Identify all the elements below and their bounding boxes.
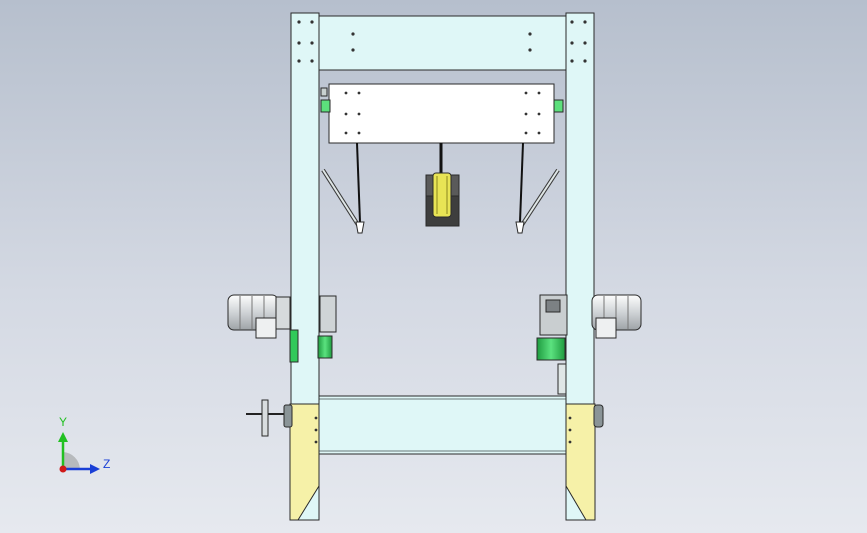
bolt-holes	[297, 20, 587, 444]
left-hanger-rod	[356, 142, 361, 223]
y-axis-label: Y	[59, 415, 67, 429]
frame-assembly	[227, 12, 642, 521]
right-green-coupling	[536, 337, 566, 361]
left-green-coupling	[317, 335, 333, 359]
left-handwheel	[246, 399, 293, 437]
left-leg-plate	[289, 403, 320, 521]
right-hanger-rod	[519, 142, 524, 223]
x-axis-dot	[59, 465, 67, 473]
hanging-box	[328, 83, 555, 144]
z-axis-label: Z	[103, 457, 110, 471]
left-drive-motor	[227, 294, 337, 363]
top-crossbeam	[317, 15, 567, 71]
bottom-crossbeam	[317, 395, 567, 455]
coordinate-triad: Y Z	[58, 415, 110, 474]
right-leg-plate	[565, 403, 596, 521]
pulley-wheel	[432, 172, 452, 218]
box-bracket-left	[320, 99, 331, 113]
box-bracket-right	[553, 99, 564, 113]
right-drive-motor	[536, 294, 642, 395]
